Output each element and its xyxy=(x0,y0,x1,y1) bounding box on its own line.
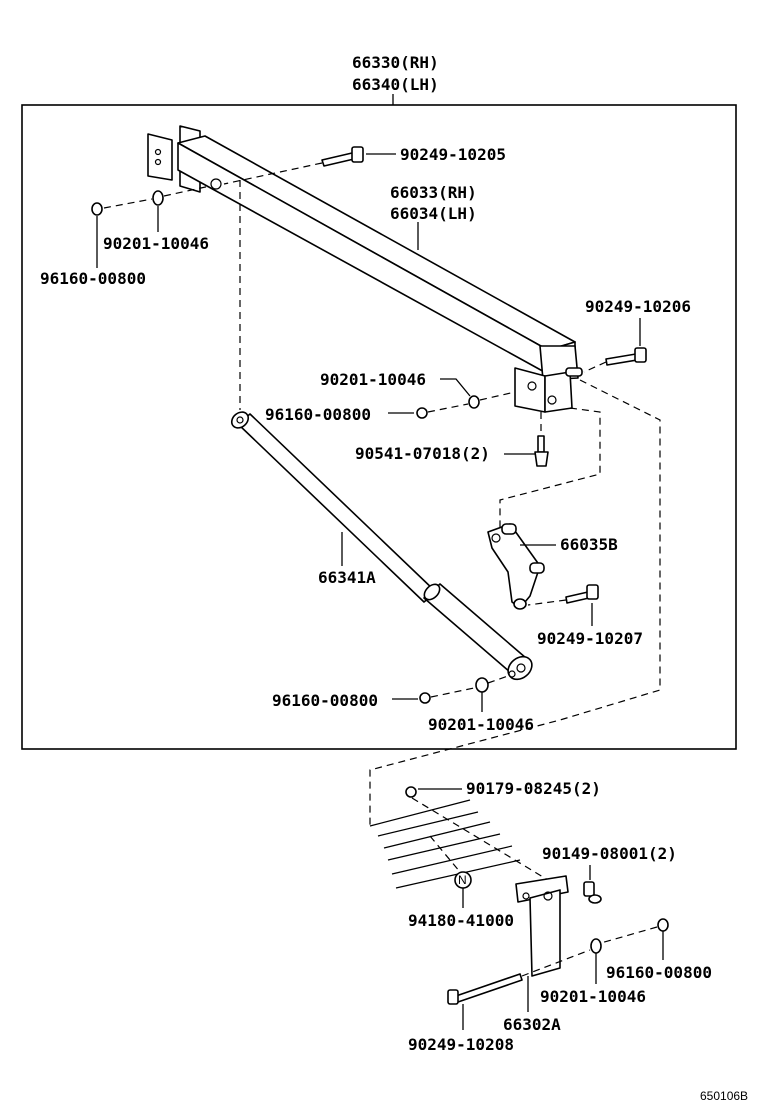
figure-code: 650106B xyxy=(700,1089,748,1103)
rail-beam xyxy=(147,125,583,413)
label-nut-lower: 90179-08245(2) xyxy=(466,779,601,798)
pin-96160-00800-mid-icon xyxy=(416,407,428,419)
washer-90201-10046-left-icon xyxy=(152,190,164,206)
label-bolt-lower: 90149-08001(2) xyxy=(542,844,677,863)
label-rail-rh: 66033(RH) xyxy=(390,183,477,202)
label-pin-lower: 96160-00800 xyxy=(606,963,712,982)
bolt-90149-08001-icon xyxy=(583,881,602,904)
label-pin-mid: 96160-00800 xyxy=(265,405,371,424)
pin-96160-00800-lower-icon xyxy=(657,918,669,932)
label-bolt-90249-10205: 90249-10205 xyxy=(400,145,506,164)
washer-90201-10046-strut-icon xyxy=(475,677,489,693)
label-strut: 66341A xyxy=(318,568,376,587)
assembly-frame xyxy=(21,104,737,750)
label-rail-lh: 66034(LH) xyxy=(390,204,477,223)
washer-90201-10046-lower-icon xyxy=(590,938,602,954)
assembly-number-lh: 66340(LH) xyxy=(352,75,439,94)
pin-96160-00800-strut-icon xyxy=(419,692,431,704)
label-plate: 66302A xyxy=(503,1015,561,1034)
label-nut-plate: 94180-41000 xyxy=(408,911,514,930)
label-washer-mid: 90201-10046 xyxy=(320,370,426,389)
body-panel-lines xyxy=(369,799,521,889)
nut-symbol: N xyxy=(458,873,467,887)
screw-90541-07018-icon xyxy=(534,435,549,467)
label-pin-left: 96160-00800 xyxy=(40,269,146,288)
label-bolt-bottom: 90249-10208 xyxy=(408,1035,514,1054)
label-screw-mid: 90541-07018(2) xyxy=(355,444,490,463)
plate-66302a xyxy=(515,875,569,977)
label-bolt-90249-10206: 90249-10206 xyxy=(585,297,691,316)
nut-90179-08245-icon xyxy=(405,786,417,798)
gas-strut xyxy=(230,411,533,681)
label-bolt-90249-10207: 90249-10207 xyxy=(537,629,643,648)
bolt-90249-10207-icon xyxy=(565,584,599,604)
label-bracket: 66035B xyxy=(560,535,618,554)
label-pin-strut: 96160-00800 xyxy=(272,691,378,710)
label-washer-strut: 90201-10046 xyxy=(428,715,534,734)
bolt-90249-10206-icon xyxy=(605,347,647,366)
washer-90201-10046-mid-icon xyxy=(468,395,480,409)
nut-94180-41000-icon: N xyxy=(454,871,472,889)
assembly-number-rh: 66330(RH) xyxy=(352,53,439,72)
bracket-66035b xyxy=(487,523,545,610)
bolt-90249-10205-icon xyxy=(321,146,364,167)
pin-96160-00800-left-icon xyxy=(91,202,103,216)
label-washer-left: 90201-10046 xyxy=(103,234,209,253)
label-washer-lower: 90201-10046 xyxy=(540,987,646,1006)
bolt-90249-10208-icon xyxy=(447,973,523,1005)
